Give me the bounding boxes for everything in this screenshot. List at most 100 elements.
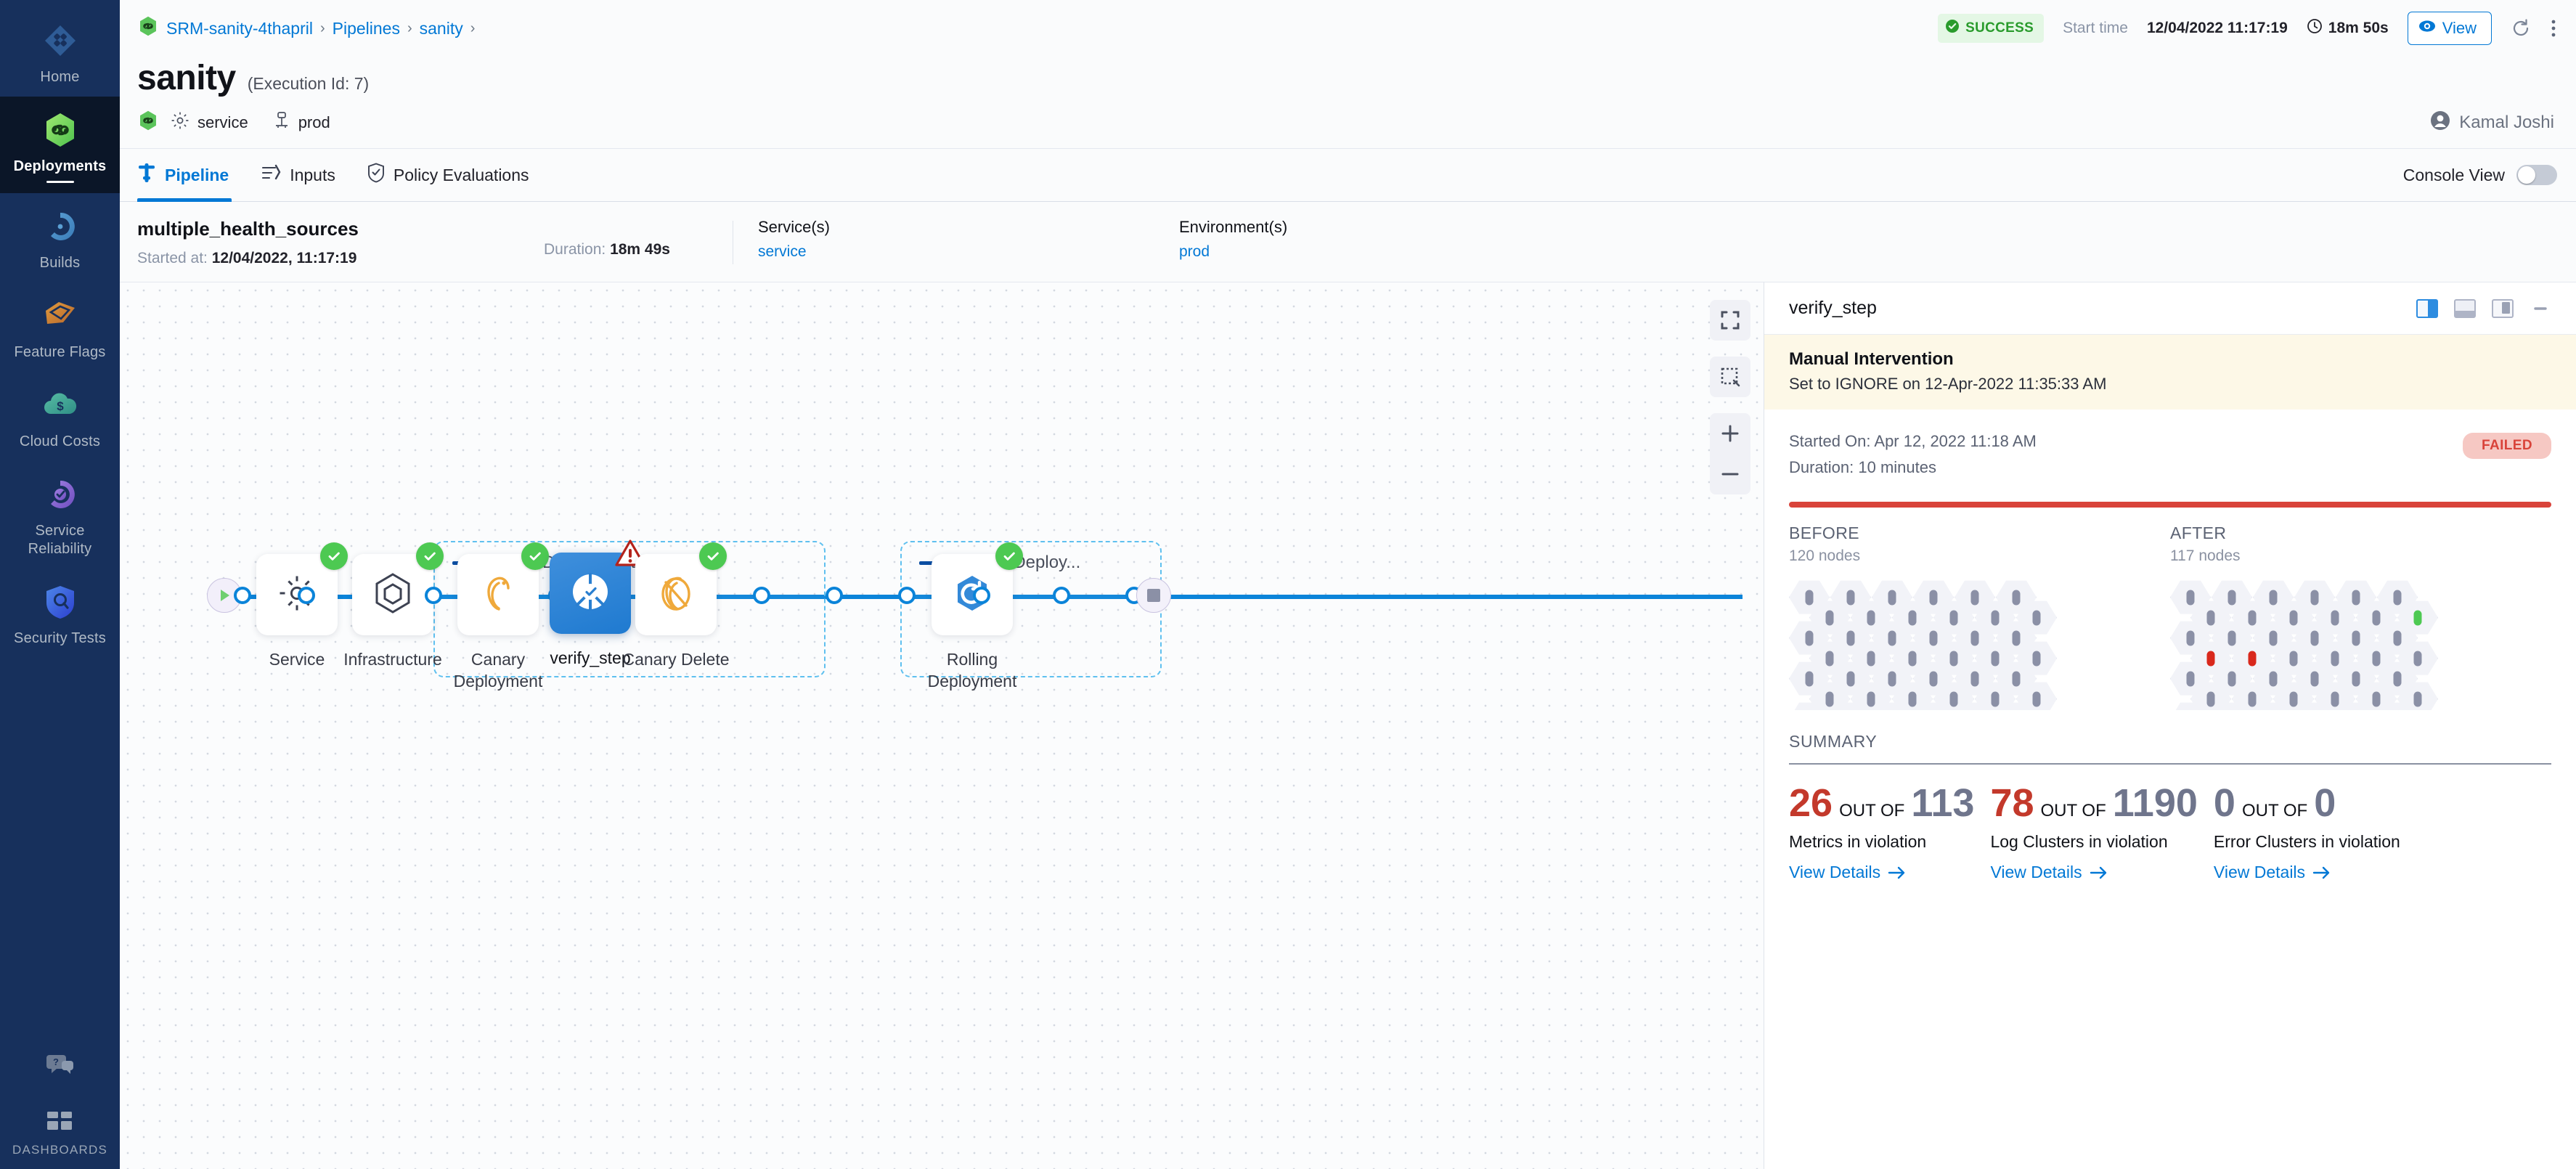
pipeline-start-node[interactable]	[207, 578, 242, 613]
started-value: 12/04/2022, 11:17:19	[211, 250, 357, 266]
tab-inputs[interactable]: Inputs	[245, 149, 351, 201]
pod-indicator	[1970, 590, 1979, 606]
connector-dot	[898, 587, 916, 604]
breadcrumb-item-pipeline[interactable]: sanity	[419, 18, 463, 38]
node-label: Rolling Deployment	[927, 650, 1017, 691]
sidebar-item-label: Feature Flags	[14, 344, 106, 360]
pipeline-end-node[interactable]	[1136, 578, 1171, 613]
pod-indicator	[1908, 610, 1917, 626]
toggle-switch[interactable]	[2516, 165, 2557, 185]
sidebar-item-cloud-costs[interactable]: $ Cloud Costs	[0, 372, 120, 461]
pipeline-node-infrastructure[interactable]: Infrastructure	[343, 542, 444, 670]
node-hex	[1789, 701, 1830, 710]
view-details-link[interactable]: View Details	[2214, 863, 2331, 882]
node-card[interactable]	[352, 542, 444, 635]
services-column: Service(s) service	[758, 218, 1179, 261]
pod-indicator	[2227, 630, 2236, 646]
pod-indicator	[2413, 651, 2422, 667]
node-card[interactable]	[550, 539, 645, 634]
title-row: sanity (Execution Id: 7)	[137, 58, 2557, 98]
tab-policy-evaluations[interactable]: Policy Evaluations	[351, 149, 545, 201]
node-hex	[1955, 701, 1995, 710]
zoom-controls	[1710, 413, 1750, 494]
pipeline-node-canary-deployment[interactable]: Canary Deployment	[454, 542, 549, 693]
services-value[interactable]: service	[758, 243, 807, 260]
selection-box-icon[interactable]	[1710, 357, 1750, 397]
pipeline-node-service[interactable]: Service	[256, 542, 348, 670]
banner-subtitle: Set to IGNORE on 12-Apr-2022 11:35:33 AM	[1789, 375, 2107, 393]
pod-indicator	[2248, 691, 2257, 707]
hex-row	[2170, 701, 2517, 710]
pipeline-node-canary-delete[interactable]: Canary Delete	[622, 542, 730, 670]
split-view-icon[interactable]	[2416, 298, 2438, 318]
environments-value[interactable]: prod	[1179, 243, 1210, 260]
breadcrumb-item-pipelines[interactable]: Pipelines	[332, 18, 400, 38]
environment-chip[interactable]: prod	[273, 111, 330, 134]
node-card[interactable]	[932, 542, 1023, 635]
sidebar-item-feature-flags[interactable]: Feature Flags	[0, 282, 120, 372]
summary-card-label: Error Clusters in violation	[2213, 831, 2400, 851]
console-view-toggle[interactable]: Console View	[2403, 149, 2557, 201]
connector-dot	[1053, 587, 1070, 604]
sidebar-item-builds[interactable]: Builds	[0, 193, 120, 282]
node-card[interactable]	[635, 542, 727, 635]
service-chip[interactable]: service	[171, 111, 248, 134]
right-view-icon[interactable]	[2492, 298, 2514, 318]
start-time-label: Start time	[2063, 20, 2128, 36]
pod-indicator	[2413, 691, 2422, 707]
node-label: Canary Delete	[622, 650, 730, 669]
hex-row	[1789, 661, 2136, 696]
view-button-label: View	[2442, 19, 2477, 37]
check-circle-icon	[1945, 19, 1960, 38]
pod-indicator	[1908, 651, 1917, 667]
sidebar-item-home[interactable]: Home	[0, 7, 120, 97]
pipeline-node-verify-step[interactable]: verify_step	[550, 539, 645, 669]
summary-card-label: Metrics in violation	[1789, 831, 1927, 851]
node-card[interactable]	[256, 542, 348, 635]
sidebar-item-service-reliability[interactable]: Service Reliability	[0, 461, 120, 569]
after-column: AFTER 117 nodes	[2170, 524, 2551, 710]
sidebar-item-help[interactable]: ?	[0, 1037, 120, 1101]
zoom-out-icon[interactable]	[1710, 454, 1750, 494]
pipeline-node-rolling-deployment[interactable]: Rolling Deployment	[928, 542, 1023, 693]
refresh-icon[interactable]	[2511, 18, 2531, 38]
pod-indicator	[2248, 651, 2257, 667]
sidebar-item-security-tests[interactable]: Security Tests	[0, 569, 120, 658]
view-button[interactable]: View	[2407, 12, 2492, 45]
tab-label: Inputs	[290, 165, 335, 184]
breadcrumb: SRM-sanity-4thapril › Pipelines › sanity…	[137, 15, 475, 41]
pod-indicator	[1929, 630, 1938, 646]
user-chip[interactable]: Kamal Joshi	[2430, 110, 2554, 134]
before-nodes: 120 nodes	[1789, 547, 1861, 564]
collapse-dash-icon[interactable]	[919, 561, 938, 565]
view-details-link[interactable]: View Details	[1789, 863, 1907, 882]
run-duration: Duration: 10 minutes	[1789, 458, 1936, 477]
minimize-icon[interactable]	[2530, 299, 2551, 318]
sidebar-item-deployments[interactable]: Deployments	[0, 97, 120, 193]
tab-pipeline[interactable]: Pipeline	[137, 149, 245, 202]
pipeline-canvas[interactable]: Canary Deployment Primary Deploy...	[120, 282, 1764, 1169]
pod-indicator	[2269, 671, 2278, 687]
canary-delete-icon	[656, 573, 696, 617]
fit-screen-icon[interactable]	[1710, 300, 1750, 341]
node-card[interactable]	[457, 542, 549, 635]
zoom-in-icon[interactable]	[1710, 413, 1750, 454]
toggle-knob	[2518, 166, 2535, 184]
hex-row	[2170, 661, 2517, 696]
more-vertical-icon[interactable]	[2550, 18, 2557, 38]
sidebar-item-dashboards[interactable]: DASHBOARDS	[0, 1101, 120, 1157]
pod-indicator	[1970, 671, 1979, 687]
node-hex	[2170, 620, 2211, 656]
sidebar-item-label: Home	[40, 69, 80, 85]
breadcrumb-item-project[interactable]: SRM-sanity-4thapril	[166, 18, 313, 38]
canvas-tools	[1710, 300, 1750, 494]
bottom-view-icon[interactable]	[2454, 298, 2476, 318]
banner-title: Manual Intervention	[1789, 349, 1954, 369]
status-success-icon	[416, 542, 444, 570]
detail-view-controls	[2416, 298, 2551, 318]
pod-indicator	[2227, 671, 2236, 687]
pod-indicator	[1949, 610, 1958, 626]
pod-indicator	[2248, 610, 2257, 626]
view-details-link[interactable]: View Details	[1990, 863, 2108, 882]
